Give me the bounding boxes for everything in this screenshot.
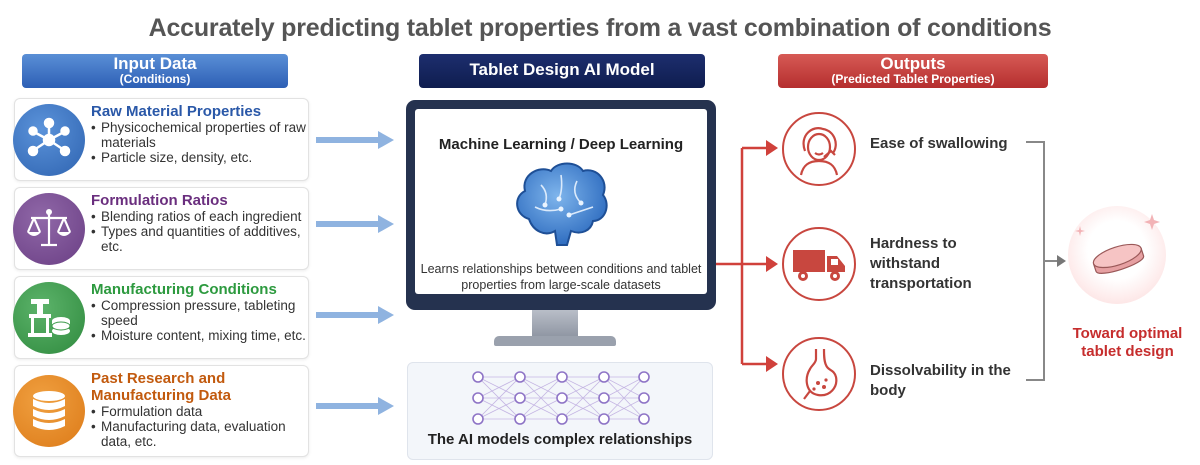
card-bullet: Formulation data (91, 404, 306, 419)
output-label: Ease of swallowing (870, 135, 1008, 152)
outputs-header: Outputs (Predicted Tablet Properties) (778, 54, 1048, 88)
output-label: Hardness to withstand transportation (870, 235, 972, 292)
neural-network-icon (472, 371, 650, 425)
result-label: Toward optimal tablet design (1072, 325, 1183, 360)
balance-scale-icon (13, 193, 85, 265)
card-bullet: Types and quantities of additives, etc. (91, 224, 306, 254)
input-card-raw-material: Raw Material Properties Physicochemical … (13, 98, 309, 181)
card-title: Formulation Ratios (91, 192, 228, 209)
card-bullet: Manufacturing data, evaluation data, etc… (91, 419, 306, 449)
right-arrow-icon (316, 397, 394, 415)
page-title: Accurately predicting tablet properties … (148, 14, 1052, 42)
card-bullet: Moisture content, mixing time, etc. (91, 328, 306, 343)
tablet-icon (1068, 206, 1166, 304)
input-card-formulation-ratios: Formulation Ratios Blending ratios of ea… (13, 187, 309, 270)
screen-title: Machine Learning / Deep Learning (438, 136, 684, 153)
tablet-press-icon (13, 282, 85, 354)
input-header-title: Input Data (113, 54, 197, 73)
monitor-neck (532, 310, 578, 338)
model-header-title: Tablet Design AI Model (469, 60, 655, 79)
card-title: Manufacturing Conditions (91, 281, 277, 298)
card-bullet: Blending ratios of each ingredient (91, 209, 306, 224)
outputs-header-title: Outputs (880, 54, 946, 73)
stomach-icon (782, 337, 856, 411)
monitor-stand (494, 336, 616, 346)
ai-model-monitor: Machine Learning / Deep Learning Learns … (406, 100, 716, 310)
input-card-past-data: Past Research and Manufacturing Data For… (13, 365, 309, 457)
input-header-subtitle: (Conditions) (119, 72, 191, 86)
right-arrow-icon (316, 131, 394, 149)
card-bullet: Compression pressure, tableting speed (91, 298, 306, 328)
truck-icon (782, 227, 856, 301)
person-swallowing-icon (782, 112, 856, 186)
brain-icon (516, 162, 608, 246)
input-card-manufacturing-conditions: Manufacturing Conditions Compression pre… (13, 276, 309, 359)
model-header: Tablet Design AI Model (419, 54, 705, 88)
input-data-header: Input Data (Conditions) (22, 54, 288, 88)
card-bullet: Particle size, density, etc. (91, 150, 306, 165)
branch-arrows (716, 140, 778, 372)
output-label: Dissolvability in the body (870, 362, 1011, 399)
neural-network-caption: The AI models complex relationships (427, 431, 693, 448)
right-arrow-icon (316, 306, 394, 324)
outputs-header-subtitle: (Predicted Tablet Properties) (831, 72, 995, 86)
right-arrow-icon (316, 215, 394, 233)
neural-network-panel: The AI models complex relationships (407, 362, 713, 460)
card-title: Raw Material Properties (91, 103, 262, 120)
molecule-icon (13, 104, 85, 176)
card-bullet: Physicochemical properties of raw materi… (91, 120, 306, 150)
card-title: Past Research and Manufacturing Data (91, 370, 232, 404)
screen-description: Learns relationships between conditions … (420, 262, 702, 292)
monitor-screen: Machine Learning / Deep Learning Learns … (415, 109, 707, 294)
database-icon (13, 375, 85, 447)
outputs-bracket (1026, 141, 1066, 381)
